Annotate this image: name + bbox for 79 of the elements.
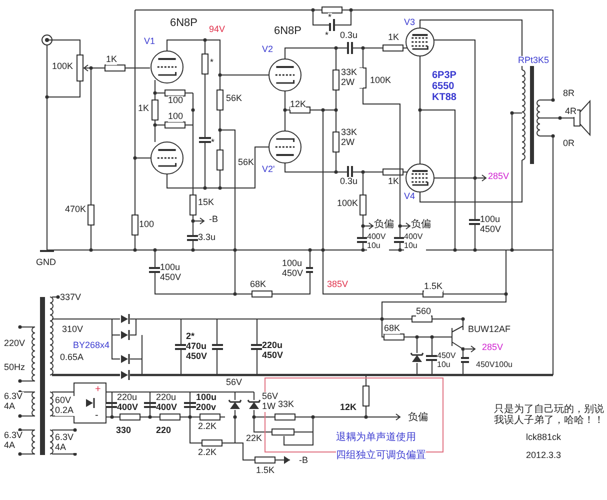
component-value: 100K [370,76,392,86]
component-value: 2.2K [198,422,217,432]
voltage-label: 220V [4,339,26,349]
signal-label: 负偏 [374,219,394,230]
author-label: lck881ck [526,433,562,443]
component-value: 450V 10u [437,352,461,370]
component-value: 12K [340,403,357,413]
signal-label: -B [299,456,308,466]
component-value: 560 [416,307,432,317]
tube-type: 6N8P [170,17,198,30]
winding-label: 6.3V 4A [4,392,24,412]
component-value: 100u 450V [282,259,306,279]
voltage-label: 310V [62,325,84,335]
component-value: 220u 400V [117,393,139,413]
mark-label: * [328,13,332,23]
component-value: 100 [168,96,184,106]
component-value: 330 [116,426,132,436]
component-value: 100K [52,62,74,72]
signal-label: -B [209,215,218,225]
component-value: 68K [250,280,266,290]
component-value: 470K [65,205,86,215]
terminal-label: 0R [563,139,575,149]
signal-label: 负偏 [408,412,428,423]
component-value: 100 [168,112,184,122]
tube-label: V2 [262,45,274,55]
note-text: 退耦为单声道使用 [336,432,416,443]
tube-label: V4 [404,192,416,202]
component-value: BUW12AF [468,325,511,335]
component-value: 12K [290,100,306,110]
note-text: 只是为了自己玩的，别说我误人子弟了，哈哈！！ [494,404,605,426]
component-value: 1K [388,33,400,43]
component-value: 400V 10u [367,233,389,251]
component-value: 1K [106,55,118,65]
ground-label: GND [36,258,56,268]
component-value: 1K [388,177,400,187]
component-value: 3.3u [198,233,216,243]
component-value: 68K [384,324,400,334]
frequency-label: 50Hz [4,363,26,373]
tube-label: V3 [404,18,416,28]
component-value: 2* 470u 450V [186,332,212,362]
component-value: 100K [337,199,358,209]
component-value: 33K [278,400,294,410]
tube-label: V1 [144,37,156,47]
date-label: 2012.3.3 [526,451,562,461]
terminal-label: 8R [563,89,575,99]
component-value: 1.5K [256,466,275,476]
component-value: 15K [198,198,214,208]
voltage-label: 94V [209,25,226,35]
note-text: 四组独立可调负偏置 [336,450,426,461]
voltage-label: 285V [488,172,510,182]
component-value: 56K [238,158,254,168]
winding-label: 60V 0.2A [55,396,77,416]
component-value: 2.2K [198,448,217,458]
component-value: 1.5K [424,282,443,292]
component-value: RPt3K5 [518,56,550,66]
component-value: 1K [138,104,150,114]
component-value: 0.3u [340,31,358,41]
component-value: 400V 10u [404,233,426,251]
winding-label: 6.3V 4A [4,431,24,451]
component-value: BY268x4 [73,341,110,351]
component-value: 220 [156,426,172,436]
tube-label: V2' [262,165,275,175]
component-value: 56V 1W [262,392,280,412]
component-value: 220u 400V [156,393,178,413]
component-value: 100 [139,220,154,230]
component-value: 450V100u [476,361,512,370]
component-value: 56V [226,378,242,388]
voltage-label: 385V [327,280,348,290]
voltage-label: 285V [482,343,504,353]
tube-type: 6N8P [274,25,302,38]
voltage-label: 337V [60,293,82,303]
component-value: 0.3u [340,177,358,187]
component-value: 33K 2W [341,68,363,88]
signal-label: 负偏 [411,219,431,230]
winding-label: 6.3V 4A [55,433,77,453]
component-value: 56K [226,94,242,104]
rating-label: 0.65A [60,353,84,363]
terminal-label: 4R [565,107,577,117]
component-value: 22K [246,434,262,444]
